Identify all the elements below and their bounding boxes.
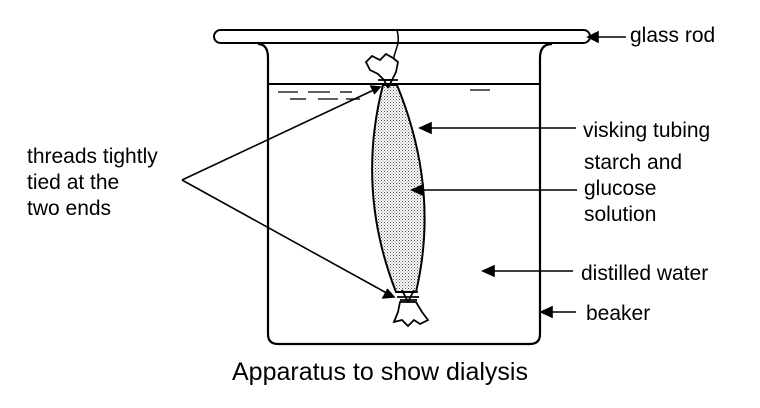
top-thread-knot [378,79,398,89]
label-glass-rod: glass rod [630,24,716,47]
distilled-water-pointer [481,264,573,278]
visking-tubing-pointer [418,121,576,135]
bottom-tubing-end [392,301,430,328]
label-threads-line-3: two ends [27,197,112,220]
label-contents-line-2: glucose [584,177,657,200]
label-visking-tubing: visking tubing [583,119,711,142]
threads-pointer [181,85,396,299]
label-distilled-water: distilled water [581,262,709,285]
bottom-thread-knot [396,289,419,303]
label-contents-line-3: solution [584,203,657,226]
water-ripples [278,89,490,100]
top-tubing-end [364,52,399,81]
label-threads-line-2: tied at the [27,171,120,194]
label-beaker: beaker [586,302,651,325]
label-threads-line-1: threads tightly [27,145,158,168]
label-starch-glucose-solution: starch and glucose solution [584,150,682,228]
label-threads: threads tightly tied at the two ends [27,144,158,222]
glass-rod [213,29,591,44]
glass-rod-pointer [586,30,626,44]
diagram-caption: Apparatus to show dialysis [232,358,528,386]
beaker-outline [257,42,553,346]
solution-pointer [410,183,577,197]
label-contents-line-1: starch and [584,151,683,174]
beaker-pointer [539,305,576,319]
